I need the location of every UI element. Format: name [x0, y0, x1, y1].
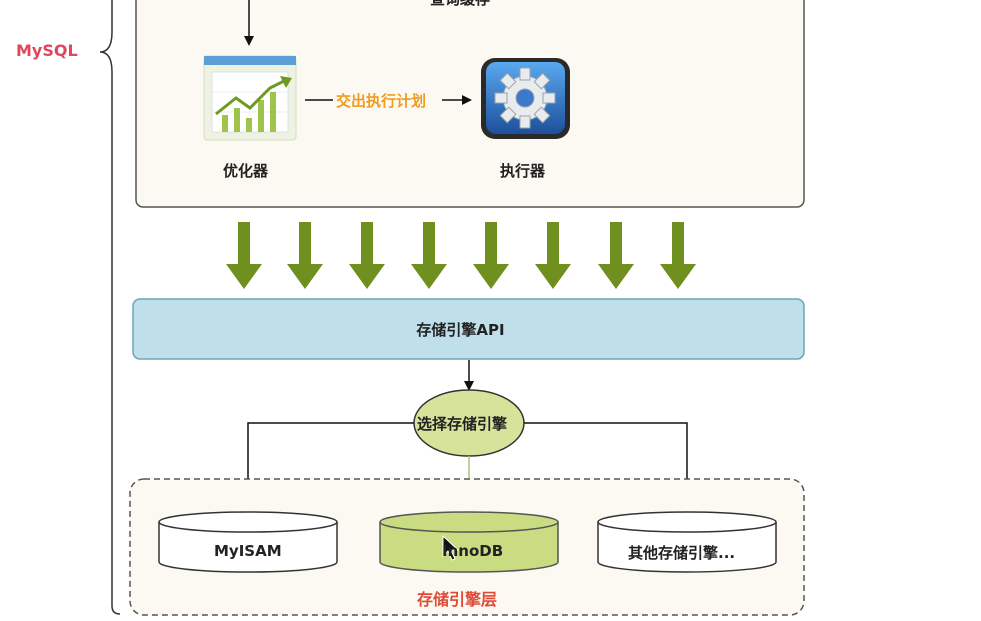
other-engine-label: 其他存储引擎...: [628, 544, 736, 562]
myisam-label: MyISAM: [214, 542, 282, 560]
other-engine-cylinder: [597, 511, 777, 573]
query-cache-label: 查询缓存: [430, 0, 490, 9]
innodb-cylinder: [379, 511, 559, 573]
plan-arrow-label: 交出执行计划: [336, 92, 427, 110]
storage-api-label: 存储引擎API: [0, 319, 981, 340]
engine-selector-label: 选择存储引擎: [417, 415, 508, 433]
down-arrows: [226, 222, 696, 289]
engine-layer-label: 存储引擎层: [417, 590, 498, 609]
mysql-bracket: [99, 0, 121, 615]
optimizer-label: 优化器: [223, 162, 269, 180]
line-chart-icon: [203, 55, 297, 141]
mysql-label: MySQL: [16, 41, 78, 60]
gear-icon: [481, 58, 570, 139]
mouse-cursor-icon: [442, 534, 460, 561]
innodb-label: InnoDB: [442, 542, 504, 560]
storage-api-text: 存储引擎API: [416, 321, 505, 339]
executor-label: 执行器: [500, 162, 546, 180]
myisam-cylinder: [158, 511, 338, 573]
storage-api-box: [132, 298, 805, 360]
